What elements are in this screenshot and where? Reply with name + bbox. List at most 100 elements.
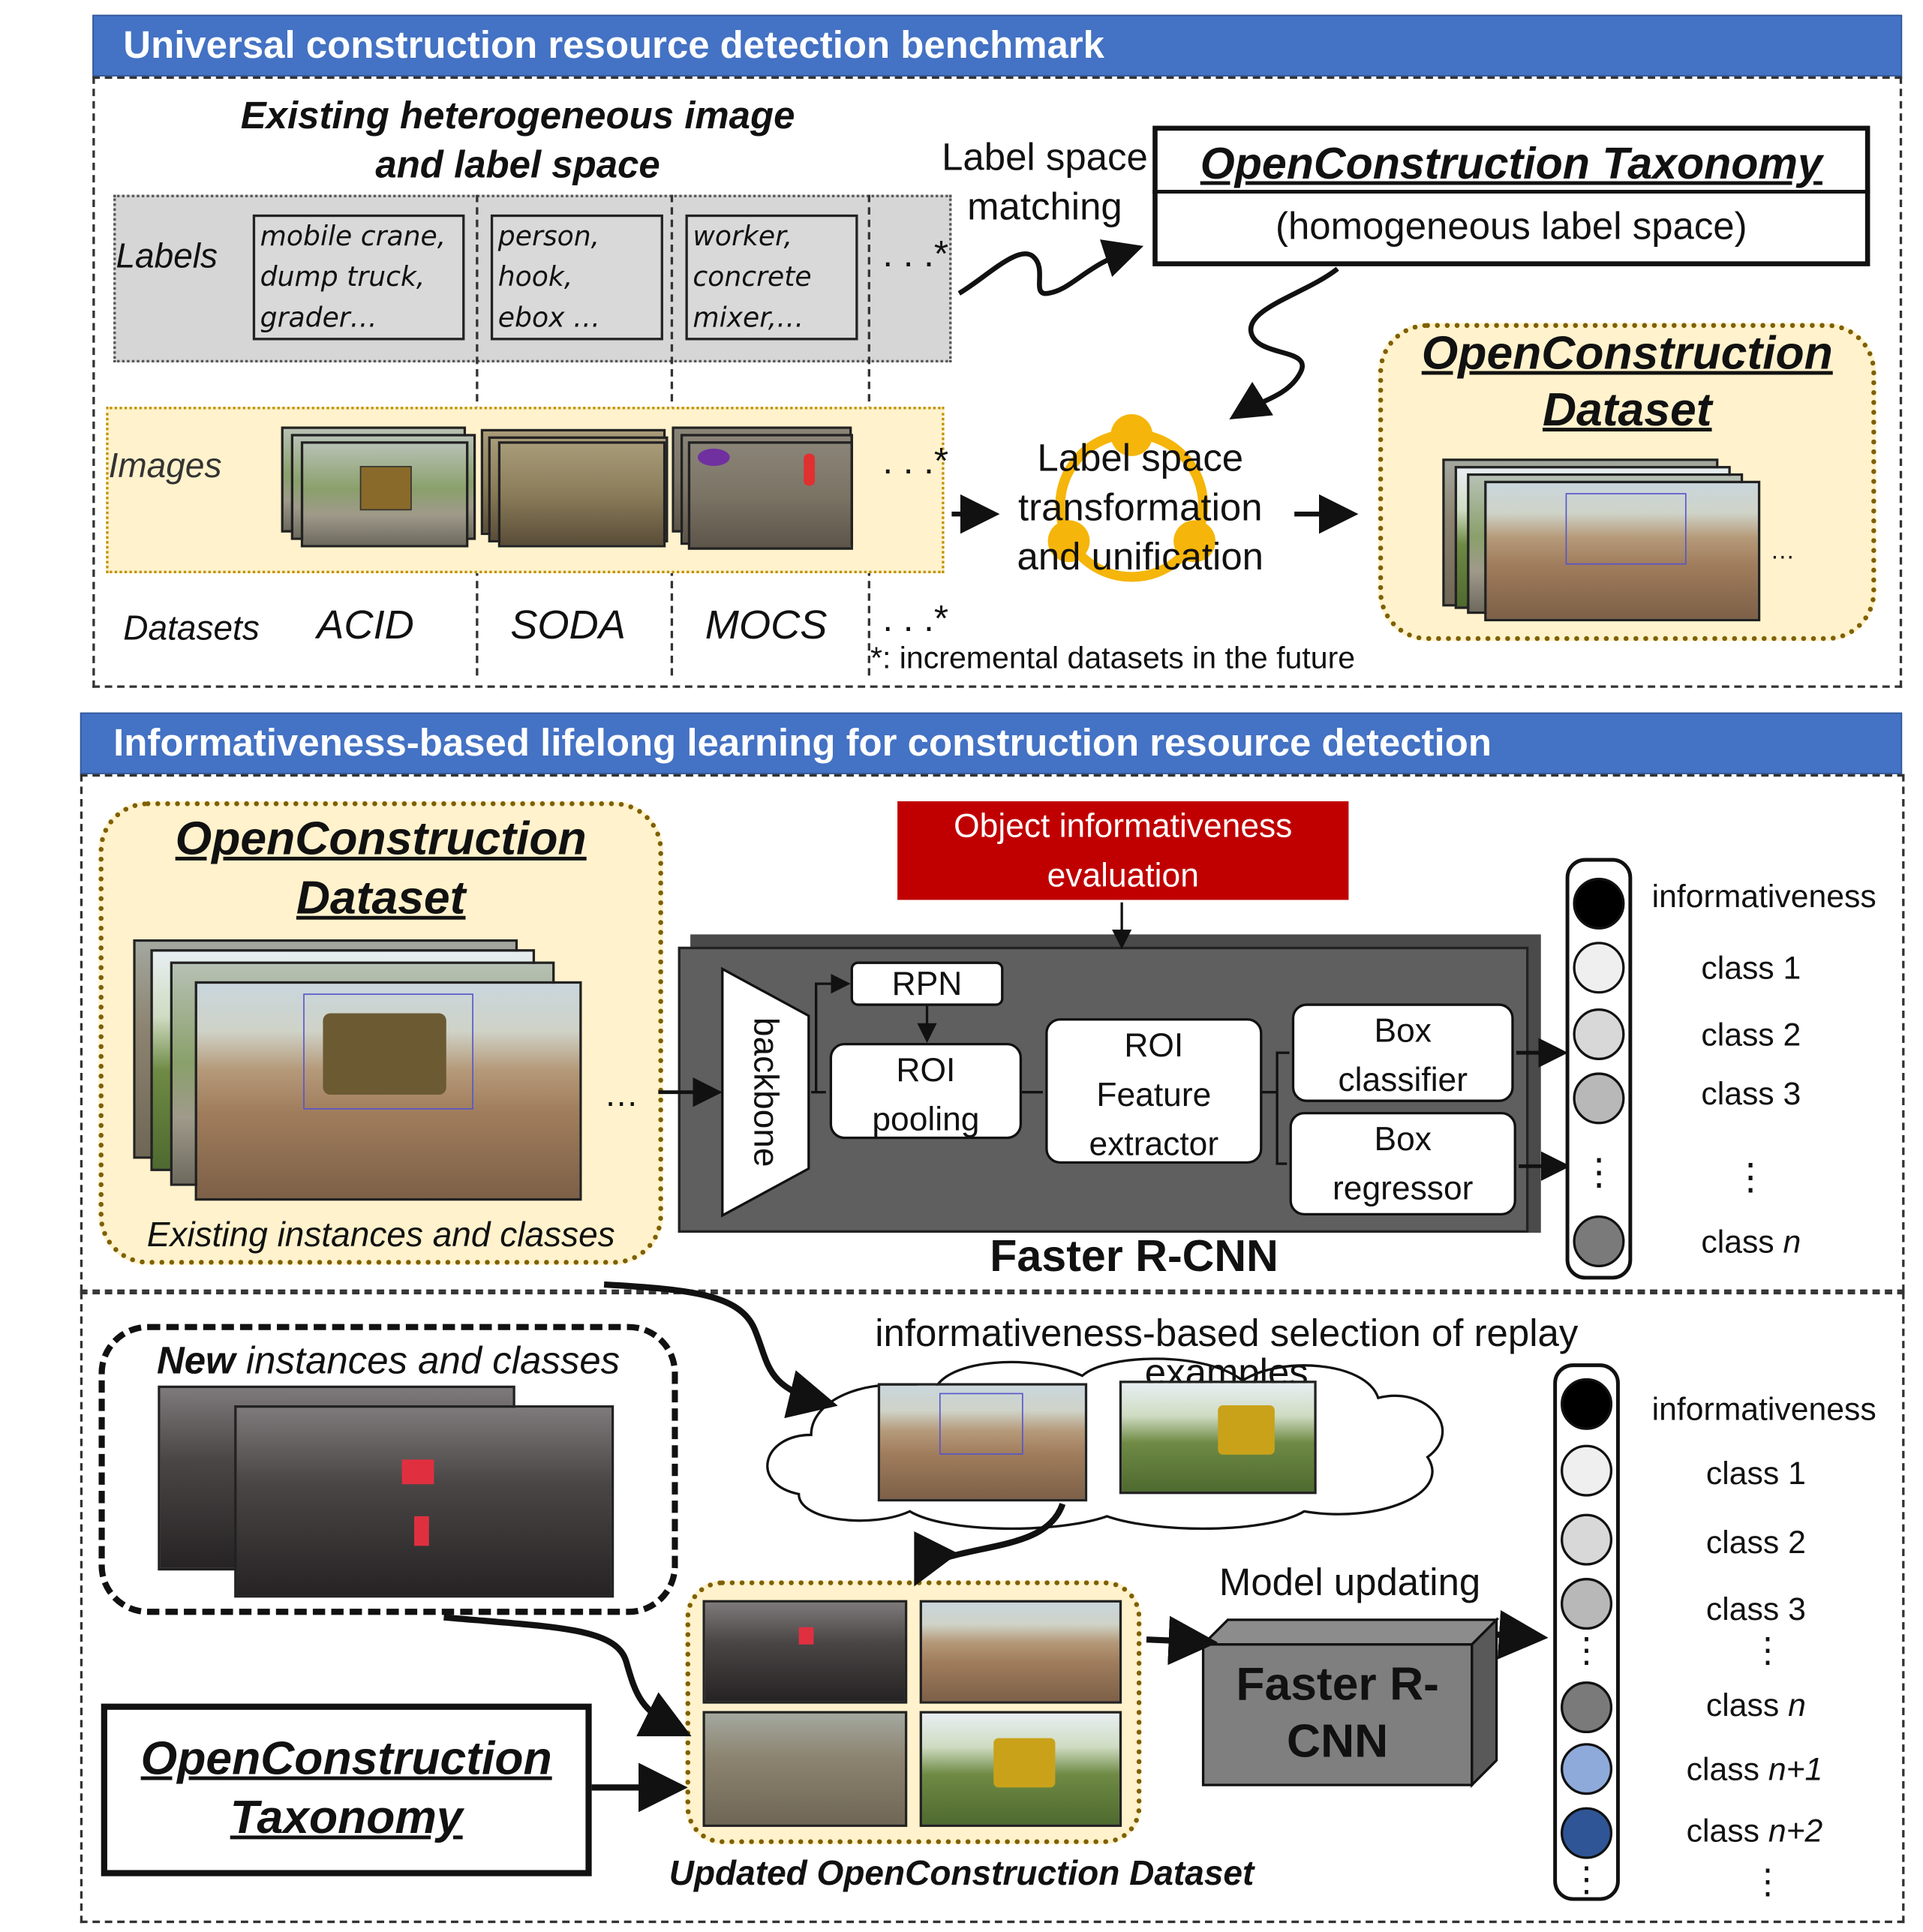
updated-to-frcnn-arrow	[1146, 1615, 1218, 1666]
dataset-image	[1484, 480, 1761, 622]
model-updating-label: Model updating	[1218, 1561, 1481, 1604]
roi-feature-box: ROI Feature extractor	[1045, 1018, 1263, 1164]
opencons-dataset-title-1: OpenConstruction	[1421, 328, 1833, 380]
updated-image-3	[702, 1711, 908, 1827]
output-node-class3	[1573, 1072, 1625, 1125]
output-label-class3: class 3	[1705, 1590, 1806, 1627]
ring-node	[1110, 414, 1153, 456]
output-label-classn1: class n+1	[1687, 1750, 1823, 1789]
dataset-name-mocs: MOCS	[705, 601, 828, 648]
roi-feature-line: extractor	[1089, 1125, 1219, 1163]
output-vdots: ⋮	[1569, 1630, 1604, 1669]
output-node-classn	[1573, 1215, 1625, 1268]
dataset-name-acid: ACID	[317, 601, 414, 648]
output-node-class2	[1573, 1008, 1625, 1060]
output-label-vdots: ⋮	[1732, 1157, 1769, 1198]
replay-detection-box-icon	[939, 1393, 1023, 1455]
ring-node	[1047, 520, 1090, 563]
footnote: *: incremental datasets in the future	[870, 641, 1356, 676]
backbone-trapezoid	[721, 966, 810, 1218]
taxonomy-box-divider	[1152, 190, 1870, 194]
taxonomy-box	[1152, 125, 1870, 266]
updated-image-1	[702, 1600, 908, 1704]
label-box-soda-line: ebox …	[497, 303, 601, 335]
ring-node	[1173, 520, 1215, 563]
output-label-class2: class 2	[1705, 1523, 1806, 1561]
images-row-label: Images	[108, 446, 222, 485]
box-regressor-line: Box	[1374, 1120, 1432, 1158]
roi-pooling-line: ROI	[896, 1051, 956, 1089]
grader-icon	[359, 466, 412, 511]
taxonomy-title: OpenConstruction Taxonomy	[1200, 138, 1822, 189]
label-box-mocs-line: worker,	[693, 221, 793, 253]
excavator-icon	[323, 1013, 446, 1095]
informativeness-eval-box: Object informativeness evaluation	[897, 801, 1349, 900]
label-box-acid-line: mobile crane,	[260, 221, 446, 253]
feature-to-heads-line	[1262, 1051, 1290, 1165]
output-label-informativeness: informativeness	[1651, 877, 1876, 915]
label-box-acid-line: grader…	[260, 303, 377, 335]
taxonomy-box-bottom	[101, 1703, 592, 1876]
label-box-acid: mobile crane, dump truck, grader…	[252, 214, 465, 341]
roi-pooling-box: ROI pooling	[829, 1042, 1023, 1140]
roi-pooling-line: pooling	[872, 1101, 980, 1138]
soda-image	[497, 441, 666, 548]
datasets-row-label: Datasets	[123, 608, 260, 648]
detection-box-icon	[1565, 493, 1687, 565]
new-caption-rest: instances and classes	[235, 1339, 620, 1382]
output-label-classn: class n	[1701, 1223, 1801, 1261]
output-label-class2: class 2	[1701, 1015, 1801, 1053]
existing-to-replay-arrow	[603, 1281, 838, 1419]
output-node-classn1	[1561, 1743, 1613, 1795]
roi-feature-line: Feature	[1096, 1076, 1212, 1113]
images-ellipsis: . . .*	[882, 441, 949, 482]
output-node-class1	[1573, 942, 1625, 994]
label-box-mocs: worker, concrete mixer,…	[685, 214, 858, 341]
new-mask-icon	[401, 1459, 434, 1485]
box-regressor-box: Box regressor	[1289, 1111, 1516, 1215]
frcnn-title: Faster R-CNN	[990, 1230, 1278, 1281]
transformation-ring	[1047, 414, 1215, 582]
output-node-classn2	[1561, 1807, 1613, 1859]
label-box-soda: person, hook, ebox …	[490, 214, 663, 341]
output-label-classn2: class n+2	[1687, 1812, 1823, 1850]
roi-feature-line: ROI	[1124, 1026, 1184, 1064]
matching-arrow	[957, 239, 1144, 296]
section1-banner-text: Universal construction resource detectio…	[123, 23, 1104, 67]
section2-frame	[80, 774, 1905, 1292]
label-box-soda-line: person,	[497, 221, 600, 253]
output-label-vdots: ⋮	[1750, 1862, 1786, 1901]
output-label-class1: class 1	[1701, 949, 1801, 987]
classn-var: n	[1788, 1686, 1806, 1723]
section1-frame	[92, 76, 1903, 688]
mocs-mask-icon	[697, 449, 730, 467]
labels-ellipsis: . . .*	[882, 234, 949, 275]
section2-banner-text: Informativeness-based lifelong learning …	[113, 721, 1492, 765]
informativeness-eval-line: Object informativeness	[954, 807, 1293, 845]
updated-backhoe-icon	[993, 1738, 1056, 1788]
section1-arrows	[951, 239, 1359, 534]
new-caption-bold: New	[156, 1339, 236, 1382]
new-instances-box	[98, 1324, 678, 1615]
updated-mask-icon	[798, 1627, 814, 1645]
output-label-class1: class 1	[1705, 1454, 1806, 1492]
replay-image-1	[877, 1383, 1088, 1502]
mid-ellipsis: …	[604, 1074, 639, 1113]
box-regressor-line: regressor	[1333, 1170, 1474, 1207]
output-label-classn: class n	[1706, 1687, 1806, 1725]
backbone-to-rpn-arrow	[811, 973, 851, 1094]
label-space-matching-1: Label space	[942, 135, 1148, 179]
section3-frame	[80, 1291, 1905, 1924]
rpn-label: RPN	[891, 965, 963, 1002]
datasets-ellipsis: . . .*	[882, 599, 949, 640]
backhoe-icon	[1218, 1405, 1275, 1455]
new-mask-icon	[414, 1516, 429, 1546]
label-box-mocs-line: concrete	[693, 262, 812, 294]
output-node-class1	[1561, 1444, 1613, 1497]
taxonomy-to-transform-arrow	[1229, 266, 1339, 420]
existing-space-title-1: Existing heterogeneous image	[240, 93, 795, 137]
opencons-dataset-mid-title-1: OpenConstruction	[175, 813, 587, 866]
frcnn-to-output-arrow	[1496, 1610, 1549, 1660]
classn-var: n	[1783, 1222, 1801, 1260]
frcnn-cube	[1200, 1617, 1500, 1789]
